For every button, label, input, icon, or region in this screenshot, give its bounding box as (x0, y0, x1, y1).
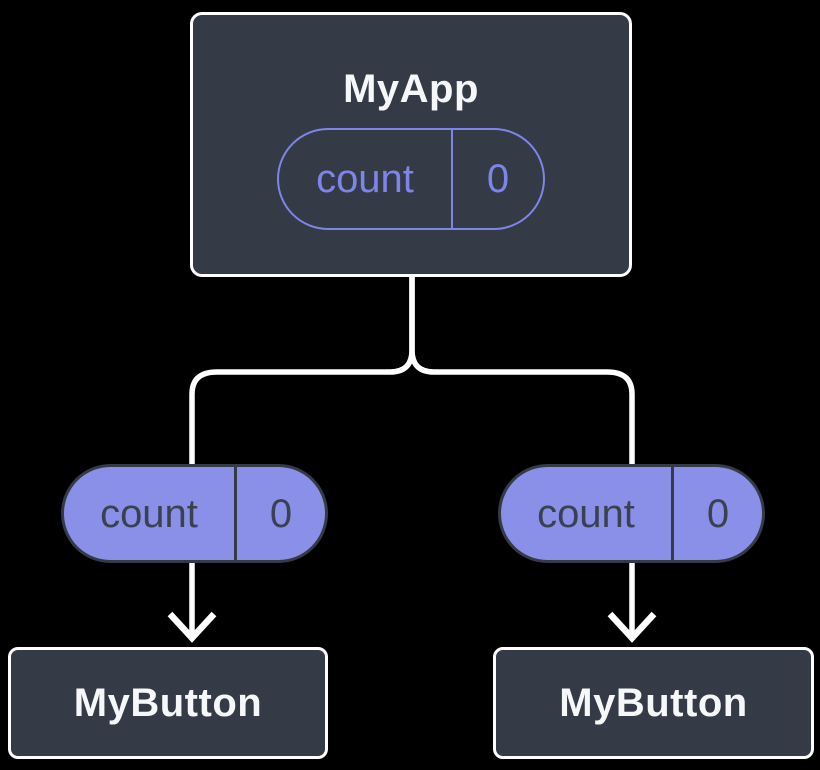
prop-pill-left-value: 0 (234, 467, 325, 560)
mybutton-node-left-title: MyButton (73, 681, 263, 725)
branch-line-left (189, 275, 415, 464)
mybutton-node-right-title: MyButton (559, 681, 748, 725)
arrow-right-head-icon (607, 611, 657, 643)
arrow-left-head-icon (167, 611, 217, 643)
myapp-node: MyApp count 0 (190, 12, 632, 277)
state-pill-label: count (316, 157, 414, 201)
mybutton-node-right: MyButton (493, 647, 814, 759)
state-pill: count 0 (277, 128, 545, 230)
prop-pill-right-value: 0 (671, 467, 762, 560)
branch-line-right (409, 275, 635, 464)
state-pill-value: 0 (451, 130, 543, 228)
mybutton-node-left: MyButton (8, 647, 328, 759)
prop-pill-left-label: count (100, 491, 198, 536)
prop-pill-right: count 0 (498, 464, 765, 563)
prop-pill-right-label: count (537, 491, 635, 536)
prop-pill-left: count 0 (61, 464, 328, 563)
myapp-node-title: MyApp (343, 67, 479, 111)
